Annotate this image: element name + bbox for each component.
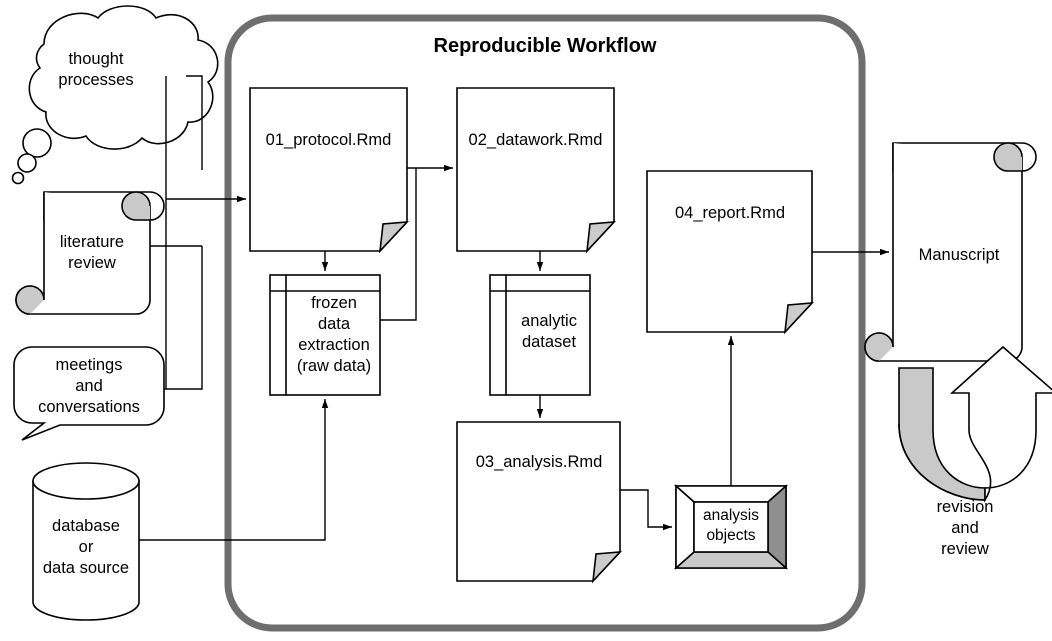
protocol-document-shape xyxy=(249,87,409,254)
revision-arrow-shape xyxy=(898,345,1052,503)
analysis-objects-shape xyxy=(673,484,789,570)
edge-lines xyxy=(139,75,889,541)
literature-review-shape xyxy=(15,191,165,315)
reproducible-workflow-container xyxy=(224,14,866,632)
analytic-dataset-shape xyxy=(489,274,591,396)
meetings-shape xyxy=(13,346,165,441)
database-shape xyxy=(32,462,140,621)
report-document-shape xyxy=(646,170,814,335)
analysis-document-shape xyxy=(456,421,622,584)
frozen-data-shape xyxy=(269,274,381,396)
thought-processes-shape xyxy=(11,5,219,185)
manuscript-shape xyxy=(864,142,1037,362)
datawork-document-shape xyxy=(456,87,616,254)
